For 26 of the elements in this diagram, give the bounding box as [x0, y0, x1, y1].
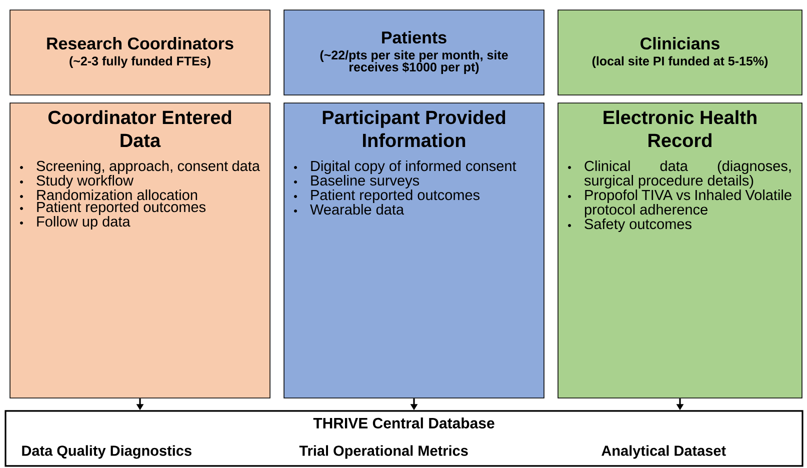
- node-label: THRIVE Central Database: [313, 417, 494, 428]
- data-source-box: [558, 102, 802, 398]
- node-label: Patient reported outcomes: [311, 189, 480, 203]
- node-label: Participant Provided Information: [322, 110, 506, 148]
- node-label: Trial Operational Metrics: [299, 445, 468, 459]
- node-label: Data Quality Diagnostics: [22, 445, 192, 459]
- node-label: Analytical Dataset: [602, 445, 726, 459]
- node-label: Wearable data: [310, 204, 404, 215]
- node-label: Electronic Health Record: [604, 110, 756, 148]
- node-label: Follow up data: [37, 216, 130, 230]
- node-label: Baseline surveys: [311, 174, 420, 188]
- group-box: Research Coordinators (~2-3 fully funded FTEs): [10, 10, 270, 96]
- group-box: Clinicians (local site PI funded at 5-15%): [558, 10, 802, 96]
- node-label: Screening, approach, consent data: [36, 160, 260, 174]
- data-source-box: [284, 102, 544, 398]
- node-label: Randomization allocation: [37, 189, 198, 200]
- node-label: Patient reported outcomes: [37, 201, 206, 215]
- node-label: Study workflow: [36, 174, 134, 188]
- database-box: [4, 410, 804, 467]
- node-label: Coordinator Entered Data: [48, 110, 232, 148]
- node-label: Clinical data (diagnoses, surgical procedure details): [584, 160, 791, 188]
- data-source-box: [10, 102, 270, 398]
- node-label: Propofol TIVA vs Inhaled Volatile protocol adherence: [584, 189, 792, 218]
- node-label: Digital copy of informed consent: [311, 160, 516, 174]
- group-box: Patients (~22/pts per site per month, site receives $1000 per pt): [284, 10, 544, 96]
- node-label: Safety outcomes: [584, 218, 692, 232]
